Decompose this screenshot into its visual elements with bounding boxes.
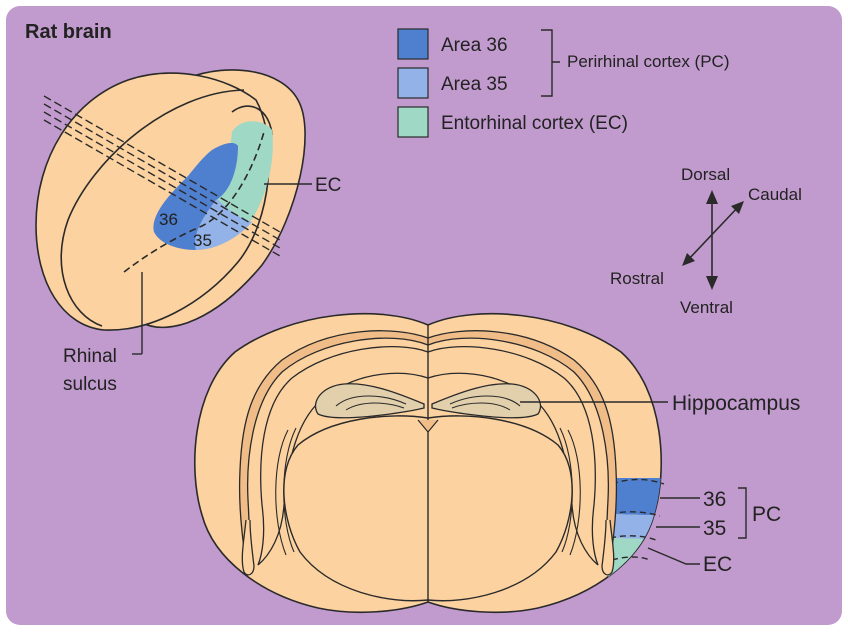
section-pc-label: PC	[752, 503, 781, 526]
figure-title: Rat brain	[25, 21, 112, 43]
section-ec-label: EC	[703, 553, 732, 576]
brain-area36-label: 36	[159, 210, 178, 229]
legend-label-ec: Entorhinal cortex (EC)	[441, 113, 628, 134]
legend-swatch-ec	[398, 107, 428, 137]
hippocampus-label: Hippocampus	[672, 392, 800, 415]
ventral-label: Ventral	[680, 298, 733, 317]
legend-label-area35: Area 35	[441, 74, 508, 95]
caudal-label: Caudal	[748, 185, 802, 204]
section-area36-label: 36	[703, 488, 726, 511]
section-area35-label: 35	[703, 517, 726, 540]
legend-label-area36: Area 36	[441, 35, 508, 56]
brain-area35-label: 35	[193, 231, 212, 250]
rostral-label: Rostral	[610, 269, 664, 288]
dorsal-label: Dorsal	[681, 165, 730, 184]
legend-swatch-area36	[398, 29, 428, 59]
legend-group-label: Perirhinal cortex (PC)	[567, 52, 730, 71]
rhinal-sulcus-label-line2: sulcus	[63, 374, 117, 395]
rhinal-sulcus-label-line1: Rhinal	[63, 346, 117, 367]
brain-ec-label: EC	[315, 175, 341, 196]
legend-swatch-area35	[398, 68, 428, 98]
